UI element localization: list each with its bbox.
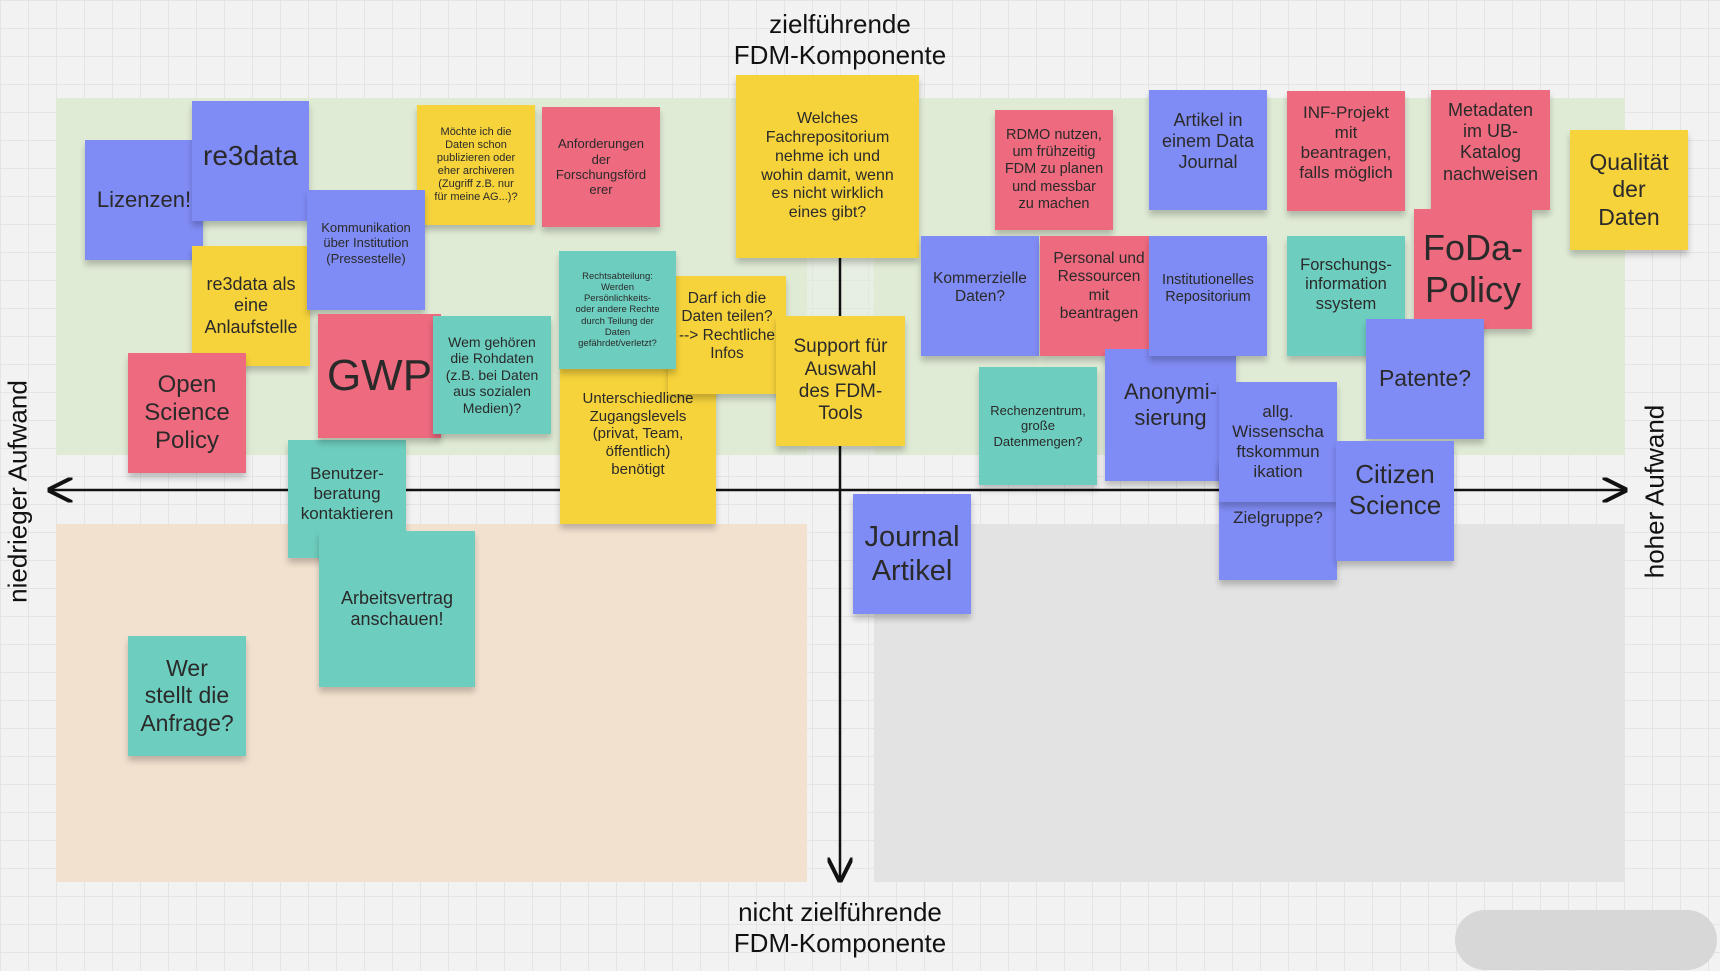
sticky-note-publizieren-archivieren[interactable]: Möchte ich die Daten schon publizieren o… [417, 105, 535, 225]
axis-label-left: niedrieger Aufwand [2, 380, 33, 603]
sticky-note-rechtsabteilung[interactable]: Rechtsabteilung: Werden Persönlichkeits-… [559, 251, 676, 369]
sticky-note-wissenschaftskommunikation[interactable]: allg. Wissenscha ftskommun ikation [1219, 382, 1337, 502]
sticky-note-re3data[interactable]: re3data [192, 101, 309, 221]
sticky-note-re3data-anlaufstelle[interactable]: re3data als eine Anlaufstelle [192, 246, 310, 366]
sticky-note-patente[interactable]: Patente? [1366, 319, 1484, 439]
sticky-note-kommunikation[interactable]: Kommunikation über Institution (Pressest… [307, 190, 425, 310]
sticky-note-rdmo[interactable]: RDMO nutzen, um frühzeitig FDM zu planen… [995, 110, 1113, 230]
sticky-note-support-fdm-tools[interactable]: Support für Auswahl des FDM- Tools [776, 316, 905, 446]
sticky-note-arbeitsvertrag[interactable]: Arbeitsvertrag anschauen! [319, 531, 475, 687]
sticky-note-foda-policy[interactable]: FoDa- Policy [1414, 209, 1532, 329]
sticky-note-inf-projekt[interactable]: INF-Projekt mit beantragen, falls möglic… [1287, 91, 1405, 211]
sticky-note-metadaten-ub-katalog[interactable]: Metadaten im UB- Katalog nachweisen [1431, 90, 1550, 210]
axis-label-top: zielführende FDM-Komponente [733, 9, 947, 70]
axis-label-right: hoher Aufwand [1639, 404, 1670, 579]
sticky-note-anonymisierung[interactable]: Anonymi- sierung [1105, 349, 1236, 481]
sticky-note-fachrepositorium[interactable]: Welches Fachrepositorium nehme ich und w… [736, 75, 919, 258]
sticky-note-artikel-data-journal[interactable]: Artikel in einem Data Journal [1149, 90, 1267, 210]
axis-label-bottom: nicht zielführende FDM-Komponente [733, 897, 947, 958]
sticky-note-rohdaten[interactable]: Wem gehören die Rohdaten (z.B. bei Daten… [433, 316, 551, 434]
sticky-note-open-science-policy[interactable]: Open Science Policy [128, 353, 246, 473]
sticky-note-qualitaet-daten[interactable]: Qualität der Daten [1570, 130, 1688, 250]
sticky-note-gwp[interactable]: GWP [318, 314, 441, 438]
sticky-note-citizen-science[interactable]: Citizen Science [1336, 441, 1454, 561]
sticky-note-daten-teilen[interactable]: Darf ich die Daten teilen? --> Rechtlich… [668, 276, 786, 394]
quadrant-bottom-right [874, 524, 1625, 882]
sticky-note-rechenzentrum[interactable]: Rechenzentrum, große Datenmengen? [979, 367, 1097, 485]
sticky-note-wer-stellt-anfrage[interactable]: Wer stellt die Anfrage? [128, 636, 246, 756]
sticky-note-journal-artikel[interactable]: Journal Artikel [853, 494, 971, 614]
sticky-note-anforderungen[interactable]: Anforderungen der Forschungsförd erer [542, 107, 660, 227]
sticky-note-kommerzielle-daten[interactable]: Kommerzielle Daten? [921, 236, 1039, 356]
redacted-area [1455, 910, 1717, 970]
sticky-note-lizenzen[interactable]: Lizenzen! [85, 140, 203, 260]
sticky-note-institutionelles-repositorium[interactable]: Institutionelles Repositorium [1149, 236, 1267, 356]
sticky-note-personal-ressourcen[interactable]: Personal und Ressourcen mit beantragen [1040, 236, 1158, 356]
